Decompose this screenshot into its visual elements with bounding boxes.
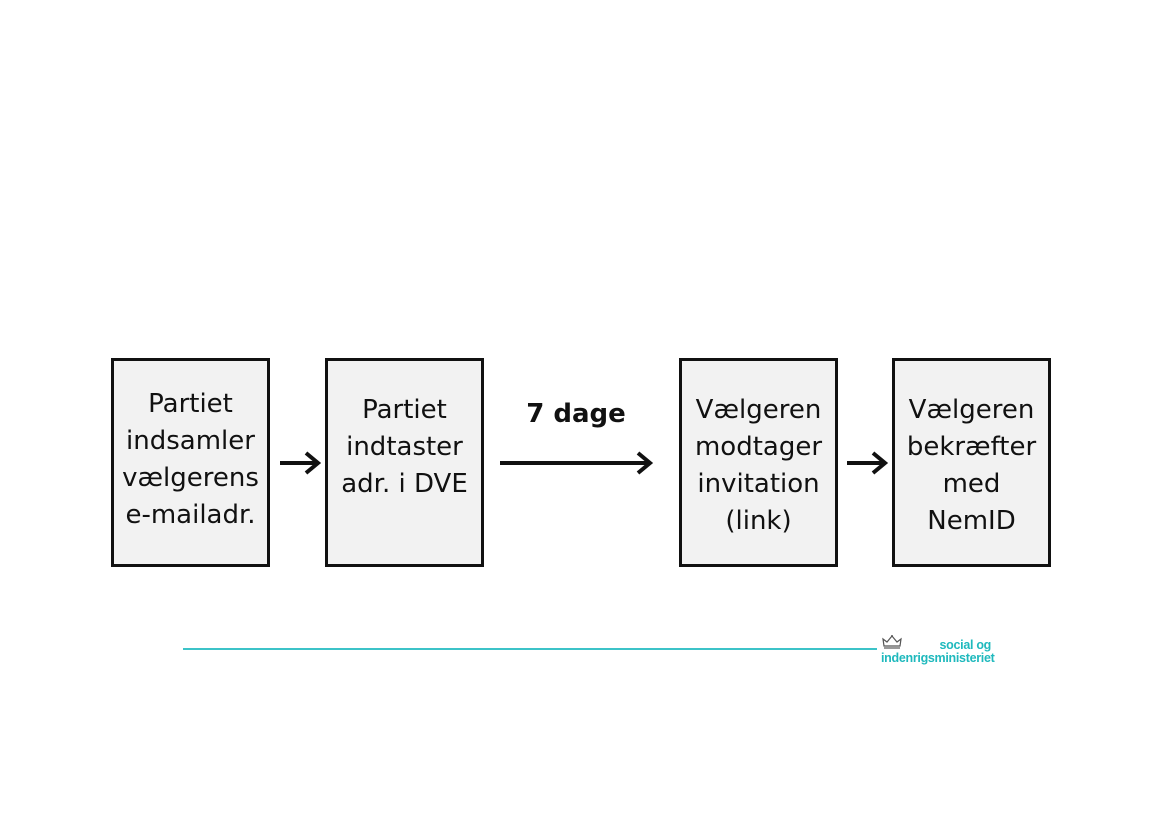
step-enter-address: Partiet indtaster adr. i DVE	[325, 358, 484, 567]
ministry-logo: social og indenrigsministeriet	[881, 634, 995, 668]
logo-text-line1: social og	[939, 638, 992, 652]
long-arrow-right-icon	[500, 451, 654, 475]
step-label: Vælgeren bekræfter med NemID	[906, 395, 1037, 536]
delay-label: 7 dage	[526, 399, 626, 429]
step-label: Partiet indsamler vælgerens e-mailadr.	[122, 389, 259, 530]
step-confirm-nemid: Vælgeren bekræfter med NemID	[892, 358, 1051, 567]
crown-icon	[882, 635, 902, 649]
step-label: Partiet indtaster adr. i DVE	[341, 395, 468, 499]
footer-divider	[183, 648, 877, 650]
arrow-right-icon	[847, 451, 889, 475]
arrow-right-icon	[280, 451, 322, 475]
step-receive-invitation: Vælgeren modtager invitation (link)	[679, 358, 838, 567]
logo-text-line2: indenrigsministeriet	[881, 651, 995, 665]
step-label: Vælgeren modtager invitation (link)	[694, 395, 823, 536]
step-collect-email: Partiet indsamler vælgerens e-mailadr.	[111, 358, 270, 567]
